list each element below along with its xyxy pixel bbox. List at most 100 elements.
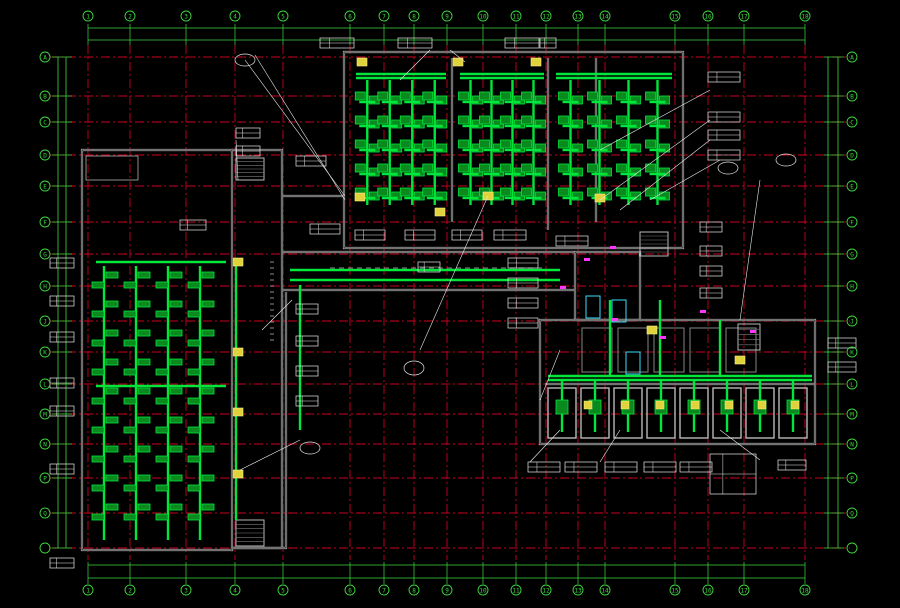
east-upper-room [581, 327, 613, 373]
north-diffuser [422, 187, 434, 197]
north-diffuser [521, 91, 532, 101]
axis-bubble [441, 584, 453, 596]
axis-bubble [180, 584, 192, 596]
axis-bubble [39, 51, 51, 63]
axis-bubble-label: N [43, 442, 47, 449]
axis-bubble-label: 1 [86, 14, 90, 21]
north-diffuser [399, 187, 411, 197]
west-diffuser [169, 445, 183, 453]
equipment-unit [594, 193, 606, 203]
west-diffuser [201, 387, 215, 395]
axis-bubble [510, 10, 522, 22]
equipment-unit [356, 57, 368, 67]
leader-line [649, 159, 721, 201]
north-diffuser [377, 163, 389, 173]
axis-bubble-label: Q [43, 511, 47, 518]
axis-bubble-label: D [850, 153, 854, 160]
west-diffuser [155, 513, 169, 521]
north-diffuser [458, 139, 469, 149]
axis-bubble [344, 584, 356, 596]
north-diffuser [422, 91, 434, 101]
building-walls [80, 50, 817, 552]
axis-bubble-label: J [43, 319, 47, 326]
north-diffuser [630, 143, 641, 153]
axis-bubble-label: 12 [542, 14, 550, 21]
west-diffuser [169, 387, 183, 395]
north-diffuser [500, 163, 511, 173]
west-diffuser [187, 339, 201, 347]
section-marker [700, 310, 706, 313]
west-diffuser [91, 484, 105, 492]
axis-bubble [39, 248, 51, 260]
west-diffuser [123, 310, 137, 318]
axis-bubble-label: K [850, 350, 854, 357]
axis-bubble [39, 507, 51, 519]
equipment-unit [434, 207, 446, 217]
equipment-fancoil [655, 400, 665, 410]
leader-line [539, 349, 561, 401]
north-diffuser [601, 95, 612, 105]
west-diffuser [91, 397, 105, 405]
north-diffuser [436, 119, 448, 129]
axis-bubble-label: 9 [445, 14, 449, 21]
north-diffuser [616, 91, 627, 101]
axis-bubble [702, 584, 714, 596]
axis-bubble [39, 438, 51, 450]
north-diffuser [558, 91, 569, 101]
north-diffuser [500, 139, 511, 149]
leader-line [261, 299, 293, 331]
axis-bubble-label: 6 [348, 588, 352, 595]
north-diffuser [535, 167, 546, 177]
north-diffuser [500, 187, 511, 197]
axis-bubble-label: 8 [412, 588, 416, 595]
leader-line [419, 195, 489, 351]
axis-bubble [738, 10, 750, 22]
north-diffuser [572, 95, 583, 105]
west-diffuser [91, 281, 105, 289]
equipment-cabinet [585, 295, 601, 319]
duct-layout [91, 72, 812, 540]
axis-bubble [124, 10, 136, 22]
axis-bubble [846, 51, 858, 63]
axis-bubble-label: B [850, 94, 854, 101]
axis-bubble-label: 12 [542, 588, 550, 595]
callout-ellipse [775, 153, 797, 167]
east-upper-room [653, 327, 685, 373]
axis-bubble [378, 10, 390, 22]
axis-bubble [846, 438, 858, 450]
equipment-fancoil [757, 400, 767, 410]
equipment-fancoil [583, 400, 593, 410]
axis-bubble [846, 280, 858, 292]
axis-bubble-label: H [43, 284, 47, 291]
axis-bubble [39, 90, 51, 102]
axis-bubble-label: 5 [281, 14, 285, 21]
north-diffuser [659, 167, 670, 177]
axis-bubble-label: 3 [184, 14, 188, 21]
axis-bubble [39, 472, 51, 484]
axis-bubble-label: Q [850, 511, 854, 518]
north-diffuser [572, 167, 583, 177]
axis-bubble [39, 346, 51, 358]
callout-ellipse [717, 161, 739, 175]
west-diffuser [187, 281, 201, 289]
equipment-unit [646, 325, 658, 335]
west-diffuser [201, 503, 215, 511]
north-diffuser [422, 115, 434, 125]
north-diffuser [587, 187, 598, 197]
north-diffuser [436, 143, 448, 153]
room-title-box [85, 155, 139, 181]
north-diffuser [659, 119, 670, 129]
leader-line [719, 429, 761, 461]
axis-bubble-label: F [850, 220, 854, 227]
north-diffuser [535, 95, 546, 105]
leader-line [599, 119, 711, 201]
north-diffuser [558, 115, 569, 125]
north-diffuser [558, 187, 569, 197]
north-diffuser [601, 143, 612, 153]
axis-bubble-label: 11 [512, 14, 520, 21]
axis-bubble [344, 10, 356, 22]
axis-bubble-label: G [850, 252, 854, 259]
axis-bubble-label: D [43, 153, 47, 160]
axis-bubble-label: P [850, 476, 854, 483]
